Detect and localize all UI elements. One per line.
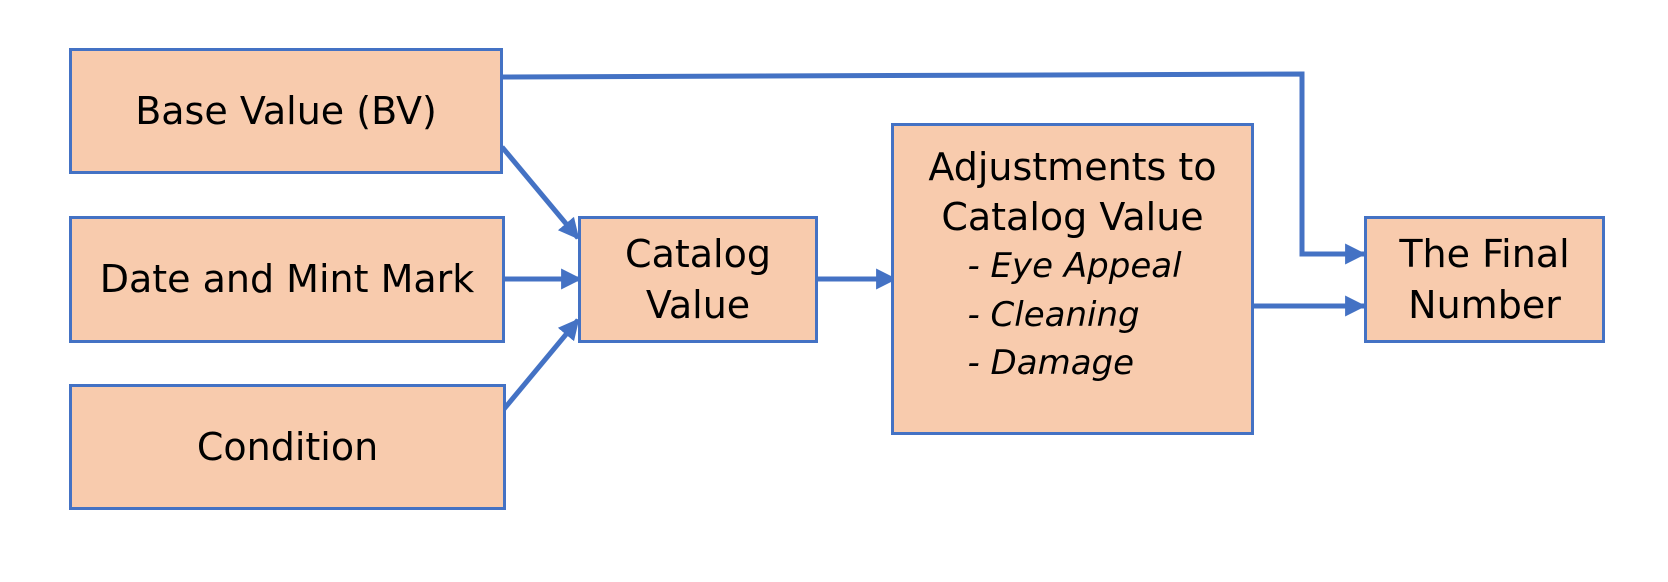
adjustment-item-damage: - Damage <box>967 342 1135 383</box>
condition-box: Condition <box>69 384 506 510</box>
final-number-line-2: Number <box>1408 282 1561 327</box>
adjustment-item-eye-appeal: - Eye Appeal <box>967 246 1182 287</box>
arrow-base-value-to-final-number <box>501 71 1367 265</box>
condition-label: Condition <box>196 424 379 469</box>
arrow-base-value-to-catalog-value <box>500 145 580 240</box>
catalog-value-line-2: Value <box>645 282 751 327</box>
adjustment-item-cleaning: - Cleaning <box>967 294 1140 335</box>
base-value-box: Base Value (BV) <box>69 48 503 174</box>
date-mint-mark-label: Date and Mint Mark <box>99 257 475 302</box>
date-mint-mark-box: Date and Mint Mark <box>69 216 505 343</box>
adjustments-title-line-2: Catalog Value <box>941 195 1204 240</box>
adjustments-list: - Eye Appeal - Cleaning - Damage <box>963 242 1181 387</box>
adjustments-title-line-1: Adjustments to <box>928 145 1217 189</box>
catalog-value-box: Catalog Value <box>578 216 818 343</box>
final-number-line-1: The Final <box>1399 232 1570 277</box>
final-number-box: The Final Number <box>1364 216 1605 343</box>
base-value-label: Base Value (BV) <box>135 88 437 133</box>
adjustments-box: Adjustments to Catalog Value - Eye Appea… <box>891 123 1254 435</box>
arrow-condition-to-catalog-value <box>502 318 580 411</box>
catalog-value-line-1: Catalog <box>625 232 771 277</box>
